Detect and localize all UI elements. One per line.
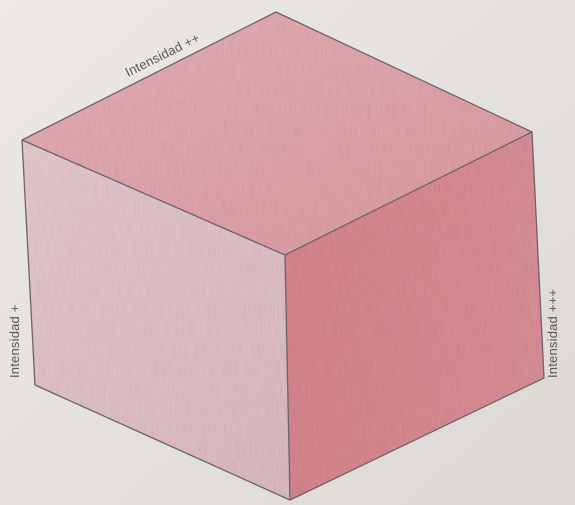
- label-left-edge: Intensidad +: [7, 304, 22, 378]
- label-right-edge: Intensidad +++: [545, 289, 560, 378]
